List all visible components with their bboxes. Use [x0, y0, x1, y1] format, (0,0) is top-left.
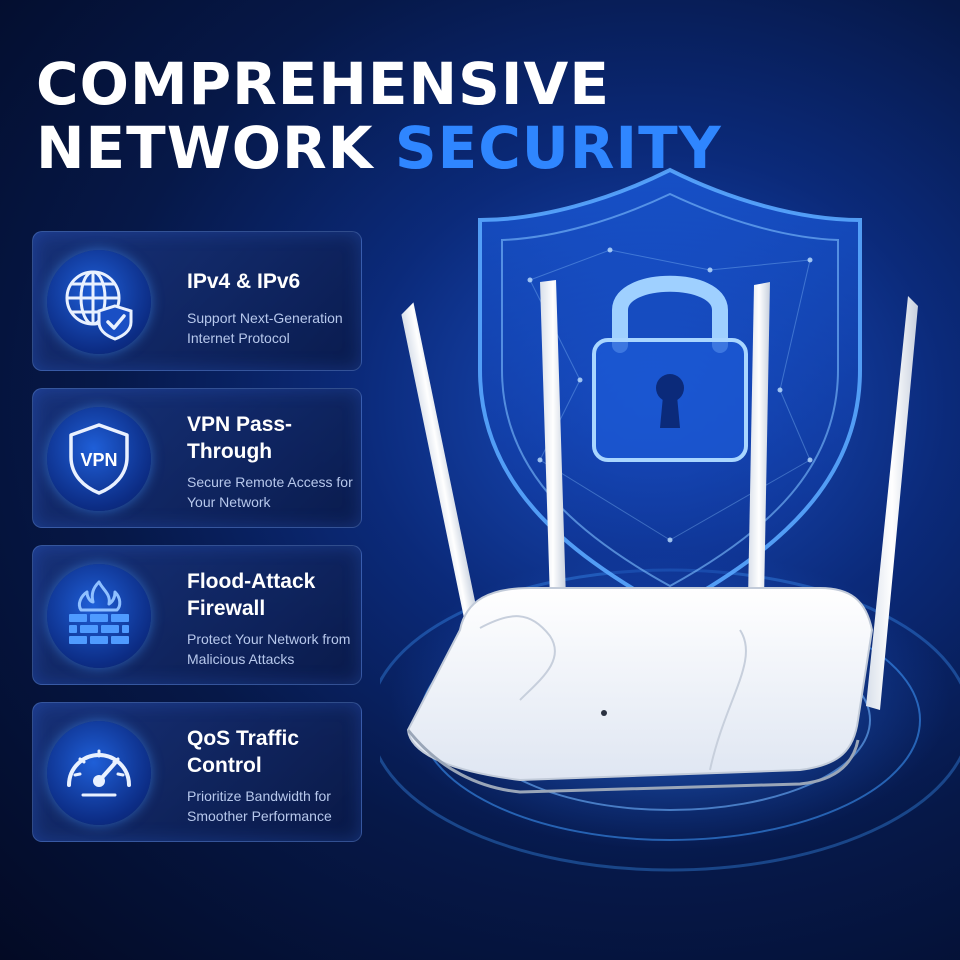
feature-card-ipv6: IPv4 & IPv6 Support Next-Generation Inte… [32, 231, 362, 371]
feature-title: QoS Traffic Control [187, 727, 300, 777]
speedometer-icon [47, 721, 151, 825]
padlock-icon [592, 275, 748, 462]
feature-card-vpn: VPN VPN Pass-Through Secure Remote Acces… [32, 388, 362, 528]
feature-description: Protect Your Network from Malicious Atta… [187, 631, 351, 667]
headline-accent: SECURITY [394, 114, 722, 182]
headline-line2: NETWORK [36, 114, 374, 182]
headline: COMPREHENSIVE NETWORK SECURITY [36, 52, 722, 180]
feature-description: Secure Remote Access for Your Network [187, 474, 353, 510]
headline-line1: COMPREHENSIVE [36, 50, 610, 118]
feature-description: Support Next-Generation Internet Protoco… [187, 310, 343, 346]
security-shield-icon [478, 167, 862, 613]
feature-description: Prioritize Bandwidth for Smoother Perfor… [187, 788, 332, 824]
status-led [601, 710, 607, 716]
feature-title: Flood-Attack Firewall [187, 570, 316, 620]
feature-card-firewall: Flood-Attack Firewall Protect Your Netwo… [32, 545, 362, 685]
router-shield-illustration [380, 167, 960, 872]
feature-title: VPN Pass-Through [187, 413, 293, 463]
feature-card-qos: QoS Traffic Control Prioritize Bandwidth… [32, 702, 362, 842]
vpn-shield-icon: VPN [47, 407, 151, 511]
firewall-icon [47, 564, 151, 668]
router-antennas [401, 280, 918, 710]
globe-shield-icon [47, 250, 151, 354]
router-device [406, 587, 874, 794]
vpn-icon-label: VPN [80, 450, 117, 470]
feature-title: IPv4 & IPv6 [187, 270, 301, 293]
